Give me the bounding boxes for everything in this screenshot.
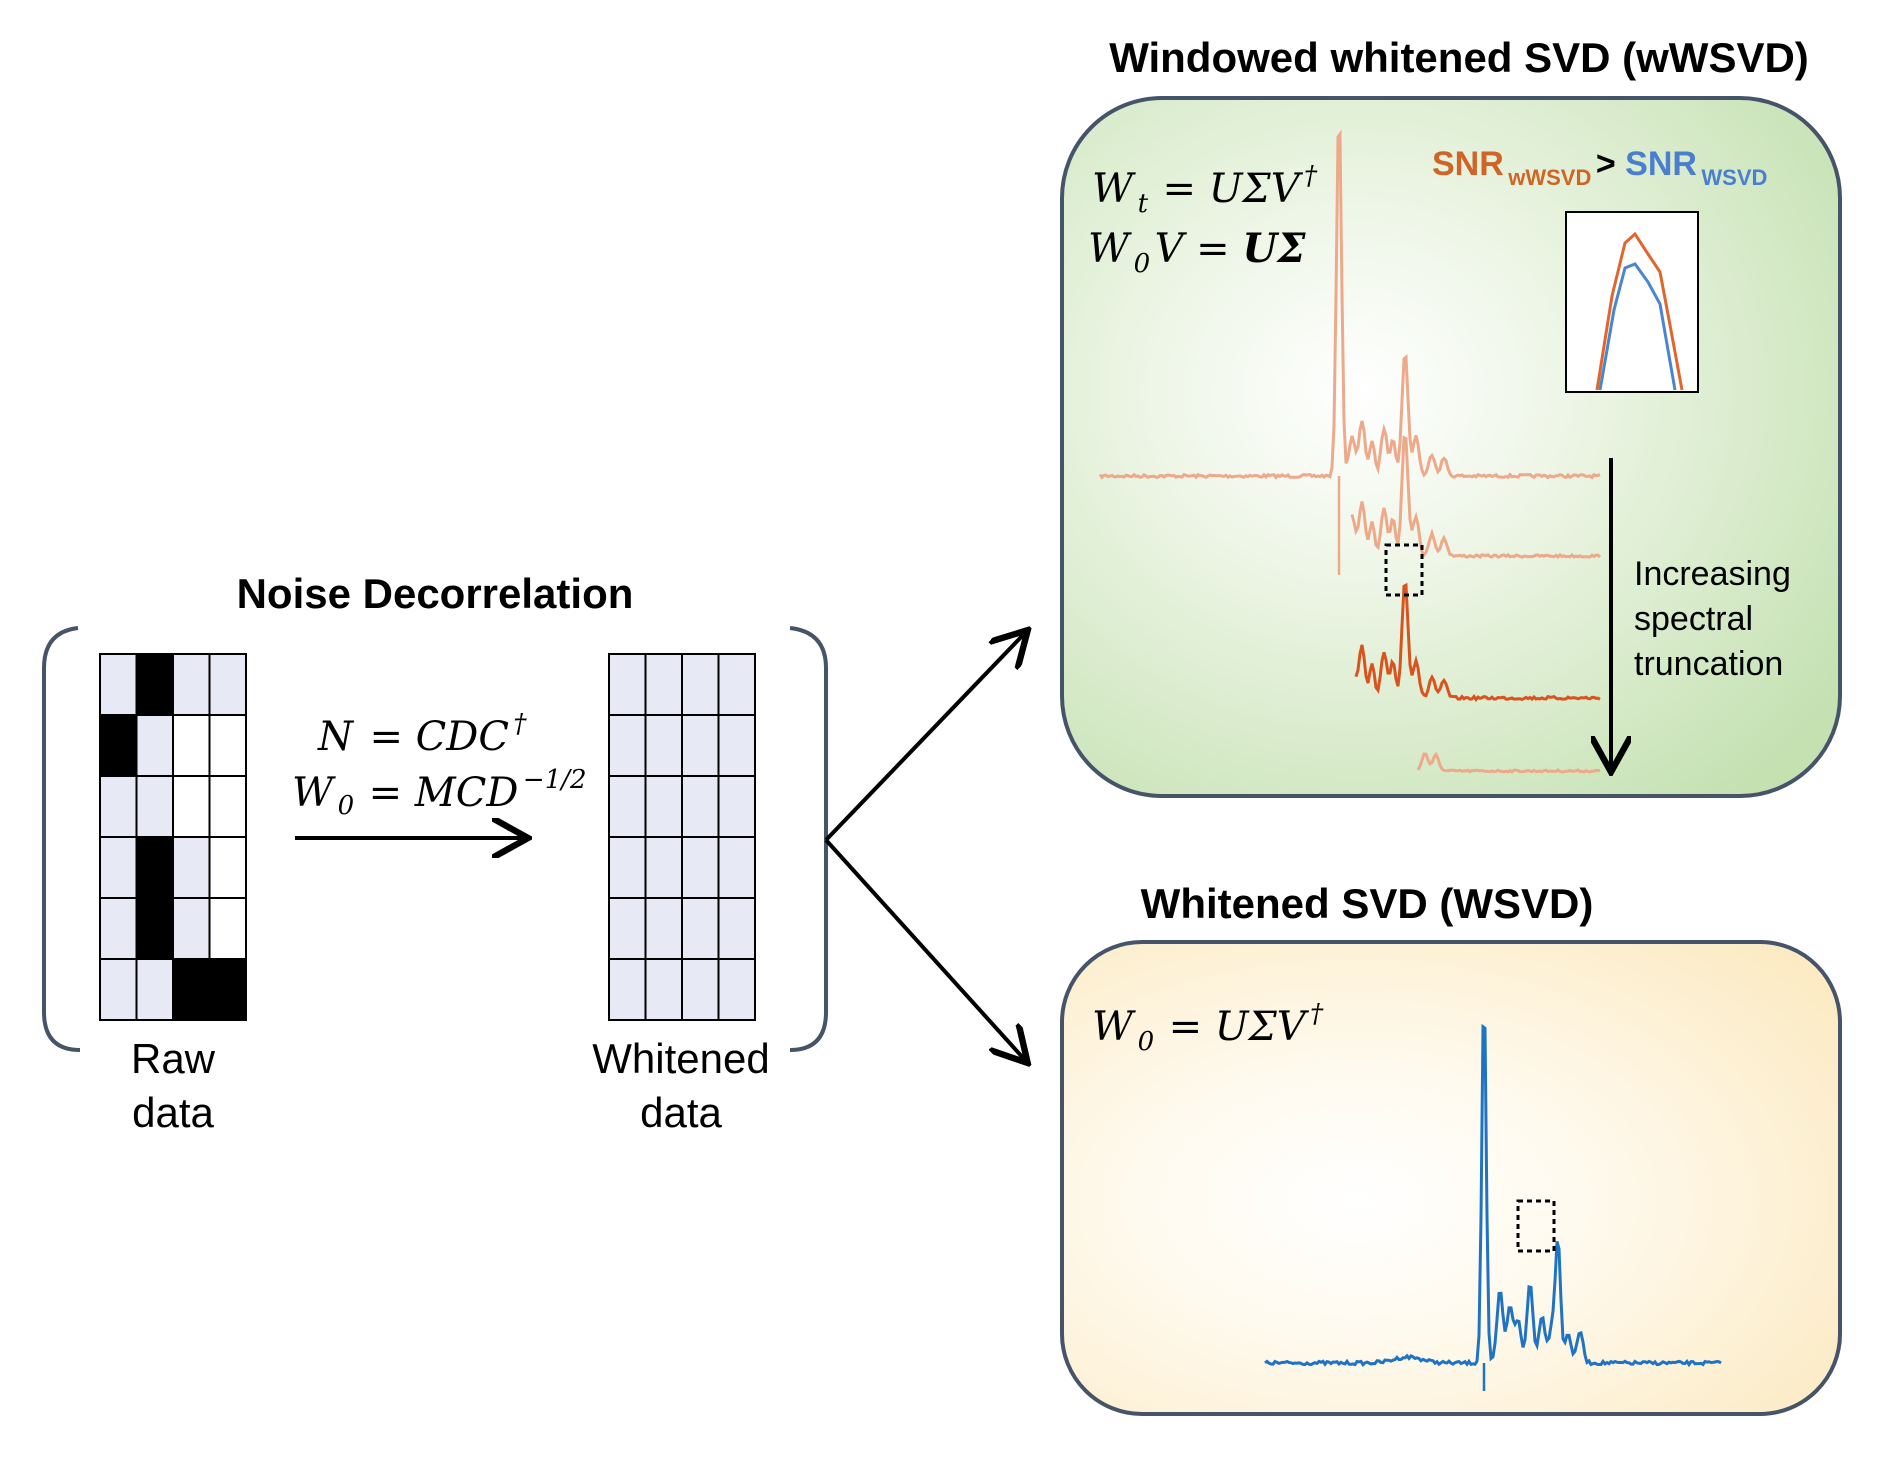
truncation-label-line1: Increasing [1634, 555, 1791, 593]
raw-matrix-cell [135, 775, 174, 838]
raw-matrix-cell [135, 836, 174, 899]
whitened-matrix-cell [717, 836, 756, 899]
whitened-matrix-cell [644, 653, 683, 716]
whitened-matrix-cell [717, 958, 756, 1021]
raw-matrix-cell [99, 836, 138, 899]
wwsvd-spectrum-optimal [1354, 582, 1601, 703]
whitened-matrix-cell [681, 775, 720, 838]
whitening-equation: W 0 = MCD −1/2 [292, 765, 587, 821]
right-bracket [789, 626, 828, 1052]
raw-matrix-cell [208, 653, 247, 716]
raw-matrix-cell [135, 714, 174, 777]
raw-matrix-cell [208, 958, 247, 1021]
raw-matrix-cell [172, 775, 211, 838]
wsvd-equation: W 0 = UΣV † [1092, 999, 1324, 1057]
truncation-label-line3: truncation [1634, 645, 1783, 683]
whitened-matrix-cell [644, 836, 683, 899]
wsvd-peak-highlight [1516, 1199, 1556, 1253]
arrow-to-wwsvd [824, 633, 1025, 842]
wsvd-spectrum [1264, 1023, 1722, 1391]
whitened-matrix-cell [681, 714, 720, 777]
raw-matrix-cell [208, 775, 247, 838]
snr-comparison: SNR wWSVD > SNR WSVD [1432, 145, 1767, 190]
whitened-matrix-cell [681, 897, 720, 960]
whitened-matrix-cell [644, 775, 683, 838]
raw-data-label-line1: Raw [131, 1035, 216, 1082]
snr-inset-plot [1565, 211, 1699, 393]
raw-matrix-cell [172, 836, 211, 899]
whitened-matrix-cell [681, 836, 720, 899]
wwsvd-spectra [1098, 129, 1602, 774]
left-bracket [42, 626, 81, 1052]
raw-matrix-cell [172, 714, 211, 777]
inset-orange-peak [1595, 231, 1684, 391]
wwsvd-title: Windowed whitened SVD (wWSVD) [1109, 34, 1809, 81]
whitened-matrix-cell [644, 897, 683, 960]
wwsvd-spectrum-window-2 [1350, 435, 1602, 560]
raw-matrix-cell [135, 653, 174, 716]
whitened-matrix-cell [608, 775, 647, 838]
whitened-data-label-line2: data [640, 1089, 722, 1136]
whitened-matrix-cell [608, 714, 647, 777]
wwsvd-equation-2: W 0 V = UΣ [1088, 225, 1306, 279]
covariance-equation: N = CDC † [317, 709, 527, 760]
whitened-matrix-cell [717, 653, 756, 716]
raw-data-label-line2: data [132, 1089, 214, 1136]
arrow-to-wsvd [824, 838, 1025, 1060]
raw-matrix-cell [135, 958, 174, 1021]
whitened-matrix-cell [717, 775, 756, 838]
wwsvd-spectrum-truncated [1416, 751, 1601, 774]
whitened-matrix-cell [717, 714, 756, 777]
raw-matrix-cell [172, 653, 211, 716]
raw-matrix-cell [208, 897, 247, 960]
whitened-matrix-cell [644, 714, 683, 777]
raw-data-matrix [99, 653, 247, 1021]
raw-matrix-cell [172, 958, 211, 1021]
wsvd-title: Whitened SVD (WSVD) [1141, 880, 1594, 927]
wwsvd-spectrum-full [1098, 129, 1601, 480]
whitened-matrix-cell [608, 897, 647, 960]
raw-matrix-cell [99, 714, 138, 777]
whitened-data-matrix [608, 653, 756, 1021]
raw-matrix-cell [99, 775, 138, 838]
truncation-label-line2: spectral [1634, 600, 1753, 638]
whitened-matrix-cell [608, 653, 647, 716]
wsvd-panel [1060, 940, 1842, 1416]
whitened-data-label-line1: Whitened [592, 1035, 769, 1082]
raw-matrix-cell [172, 897, 211, 960]
wsvd-blue-spectrum [1264, 1023, 1722, 1368]
inset-blue-peak [1598, 262, 1677, 391]
whitened-matrix-cell [608, 958, 647, 1021]
noise-decorrelation-title: Noise Decorrelation [237, 570, 634, 617]
raw-matrix-cell [99, 897, 138, 960]
whitened-matrix-cell [717, 897, 756, 960]
wwsvd-peak-highlight [1384, 543, 1424, 597]
raw-matrix-cell [99, 958, 138, 1021]
whitened-matrix-cell [681, 653, 720, 716]
raw-matrix-cell [208, 714, 247, 777]
whitened-matrix-cell [608, 836, 647, 899]
whitened-matrix-cell [681, 958, 720, 1021]
raw-matrix-cell [135, 897, 174, 960]
wwsvd-equation-1: W t = UΣV † [1092, 161, 1318, 219]
raw-matrix-cell [208, 836, 247, 899]
raw-matrix-cell [99, 653, 138, 716]
whitened-matrix-cell [644, 958, 683, 1021]
